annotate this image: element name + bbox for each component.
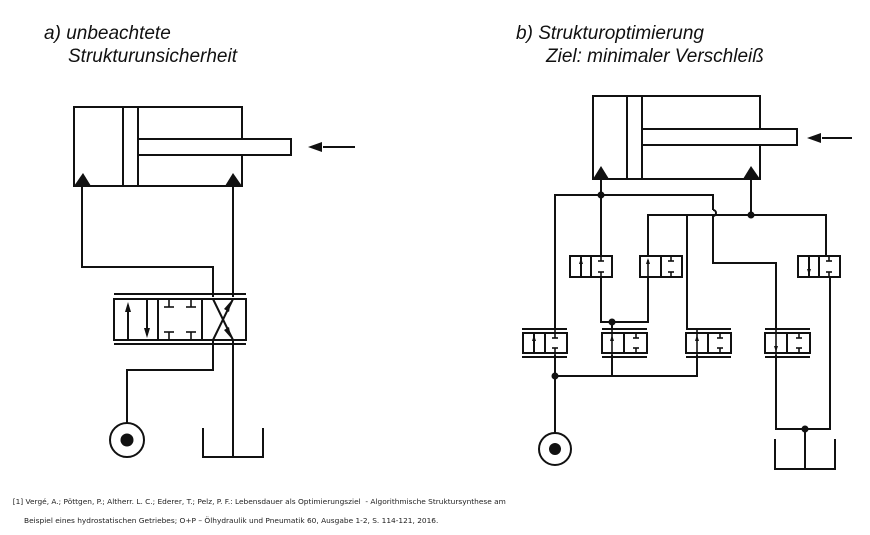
panel-a-directional-valve — [113, 286, 247, 345]
piston-rod — [641, 128, 798, 146]
junction-dot — [801, 425, 809, 433]
panel-a-title-line1: unbeachtete — [66, 23, 171, 44]
reference-line1: [1] Vergé, A.; Pöttgen, P.; Altherr. L. … — [12, 496, 506, 506]
panel-a-tank — [202, 428, 264, 458]
panel-b-lines — [554, 179, 831, 469]
panel-b-valve — [569, 255, 613, 278]
arrow-cross-icon — [224, 301, 231, 312]
arrow-head-icon — [308, 142, 322, 152]
panel-a-title: a) unbeachtete Strukturunsicherheit — [44, 22, 237, 68]
port-triangle-right — [225, 173, 242, 186]
junction-dot — [597, 191, 605, 199]
reference-line2: Beispiel eines hydrostatischen Getriebes… — [24, 515, 439, 525]
panel-a-lines — [81, 186, 234, 457]
panel-a-pump — [109, 422, 145, 458]
panel-b-pump — [538, 432, 572, 466]
port-triangle-left — [74, 173, 91, 186]
panel-a-cylinder — [73, 106, 292, 187]
panel-b-cylinder — [592, 95, 798, 180]
panel-b-title: b) Strukturoptimierung Ziel: minimaler V… — [516, 22, 764, 68]
reference-citation: [1] Vergé, A.; Pöttgen, P.; Altherr. L. … — [8, 487, 506, 535]
panel-a-title-line2: Strukturunsicherheit — [68, 46, 237, 67]
panel-a-label: a) — [44, 23, 61, 44]
panel-b-tank — [774, 439, 836, 470]
panel-b-diagram — [522, 95, 852, 470]
panel-b-label: b) — [516, 23, 533, 44]
panel-a-diagram — [73, 106, 355, 458]
hydraulic-circuit-diagrams — [73, 95, 852, 470]
panel-b-force-arrow — [807, 133, 852, 143]
panel-b-valve — [522, 328, 568, 358]
panel-b-valve — [639, 255, 683, 278]
panel-b-junctions — [551, 191, 809, 433]
arrow-up-icon — [125, 302, 131, 312]
port-triangle-right — [743, 166, 760, 179]
panel-b-valve — [797, 255, 841, 278]
arrow-head-icon — [807, 133, 821, 143]
panel-b-valve — [764, 328, 811, 358]
junction-dot — [747, 211, 755, 219]
arrow-cross-icon — [224, 327, 231, 338]
panel-b-valve — [601, 328, 648, 358]
panel-b-title-line2: Ziel: minimaler Verschleiß — [546, 46, 764, 67]
piston-rod — [137, 138, 292, 156]
panel-b-title-line1: Strukturoptimierung — [538, 23, 704, 44]
port-triangle-left — [593, 166, 609, 179]
panel-b-valve — [685, 328, 732, 358]
panel-a-force-arrow — [308, 142, 355, 152]
junction-dot — [608, 318, 616, 326]
arrow-down-icon — [144, 328, 150, 338]
junction-dot — [551, 372, 559, 380]
